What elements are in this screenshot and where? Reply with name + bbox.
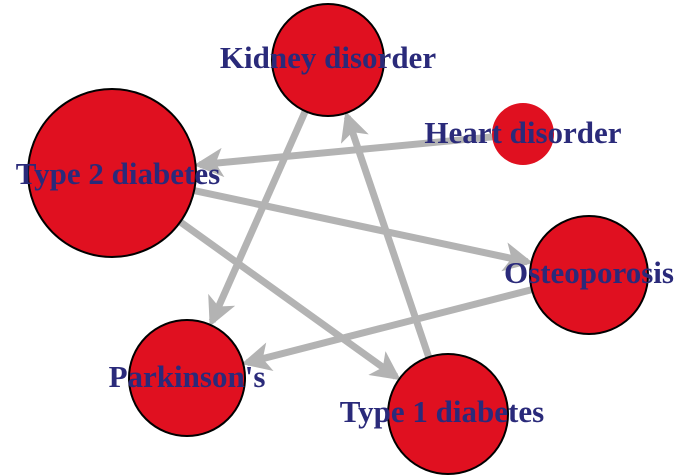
edge-type2-to-type1 bbox=[172, 215, 401, 381]
label-heart-disorder: Heart disorder bbox=[424, 115, 621, 150]
label-type-1-diabetes: Type 1 diabetes bbox=[340, 394, 544, 429]
node-heart-disorder bbox=[492, 103, 554, 165]
edge-osteoporosis-to-parkinsons bbox=[241, 285, 538, 372]
node-type-2-diabetes bbox=[27, 88, 197, 258]
node-type-1-diabetes bbox=[387, 353, 509, 475]
label-osteoporosis: Osteoporosis bbox=[504, 255, 674, 290]
edges-layer bbox=[172, 105, 538, 381]
edge-type2-to-osteoporosis bbox=[186, 185, 534, 272]
nodes-layer bbox=[27, 3, 649, 475]
node-kidney-disorder bbox=[271, 3, 385, 117]
edge-heart-to-type2 bbox=[193, 133, 495, 178]
label-parkinsons: Parkinson's bbox=[109, 359, 266, 394]
node-parkinsons bbox=[128, 319, 246, 437]
edge-kidney-to-parkinsons bbox=[208, 105, 311, 327]
node-osteoporosis bbox=[529, 215, 649, 335]
labels-layer: Kidney disorder Heart disorder Type 2 di… bbox=[16, 40, 674, 429]
label-type-2-diabetes: Type 2 diabetes bbox=[16, 156, 220, 191]
label-kidney-disorder: Kidney disorder bbox=[220, 40, 436, 75]
